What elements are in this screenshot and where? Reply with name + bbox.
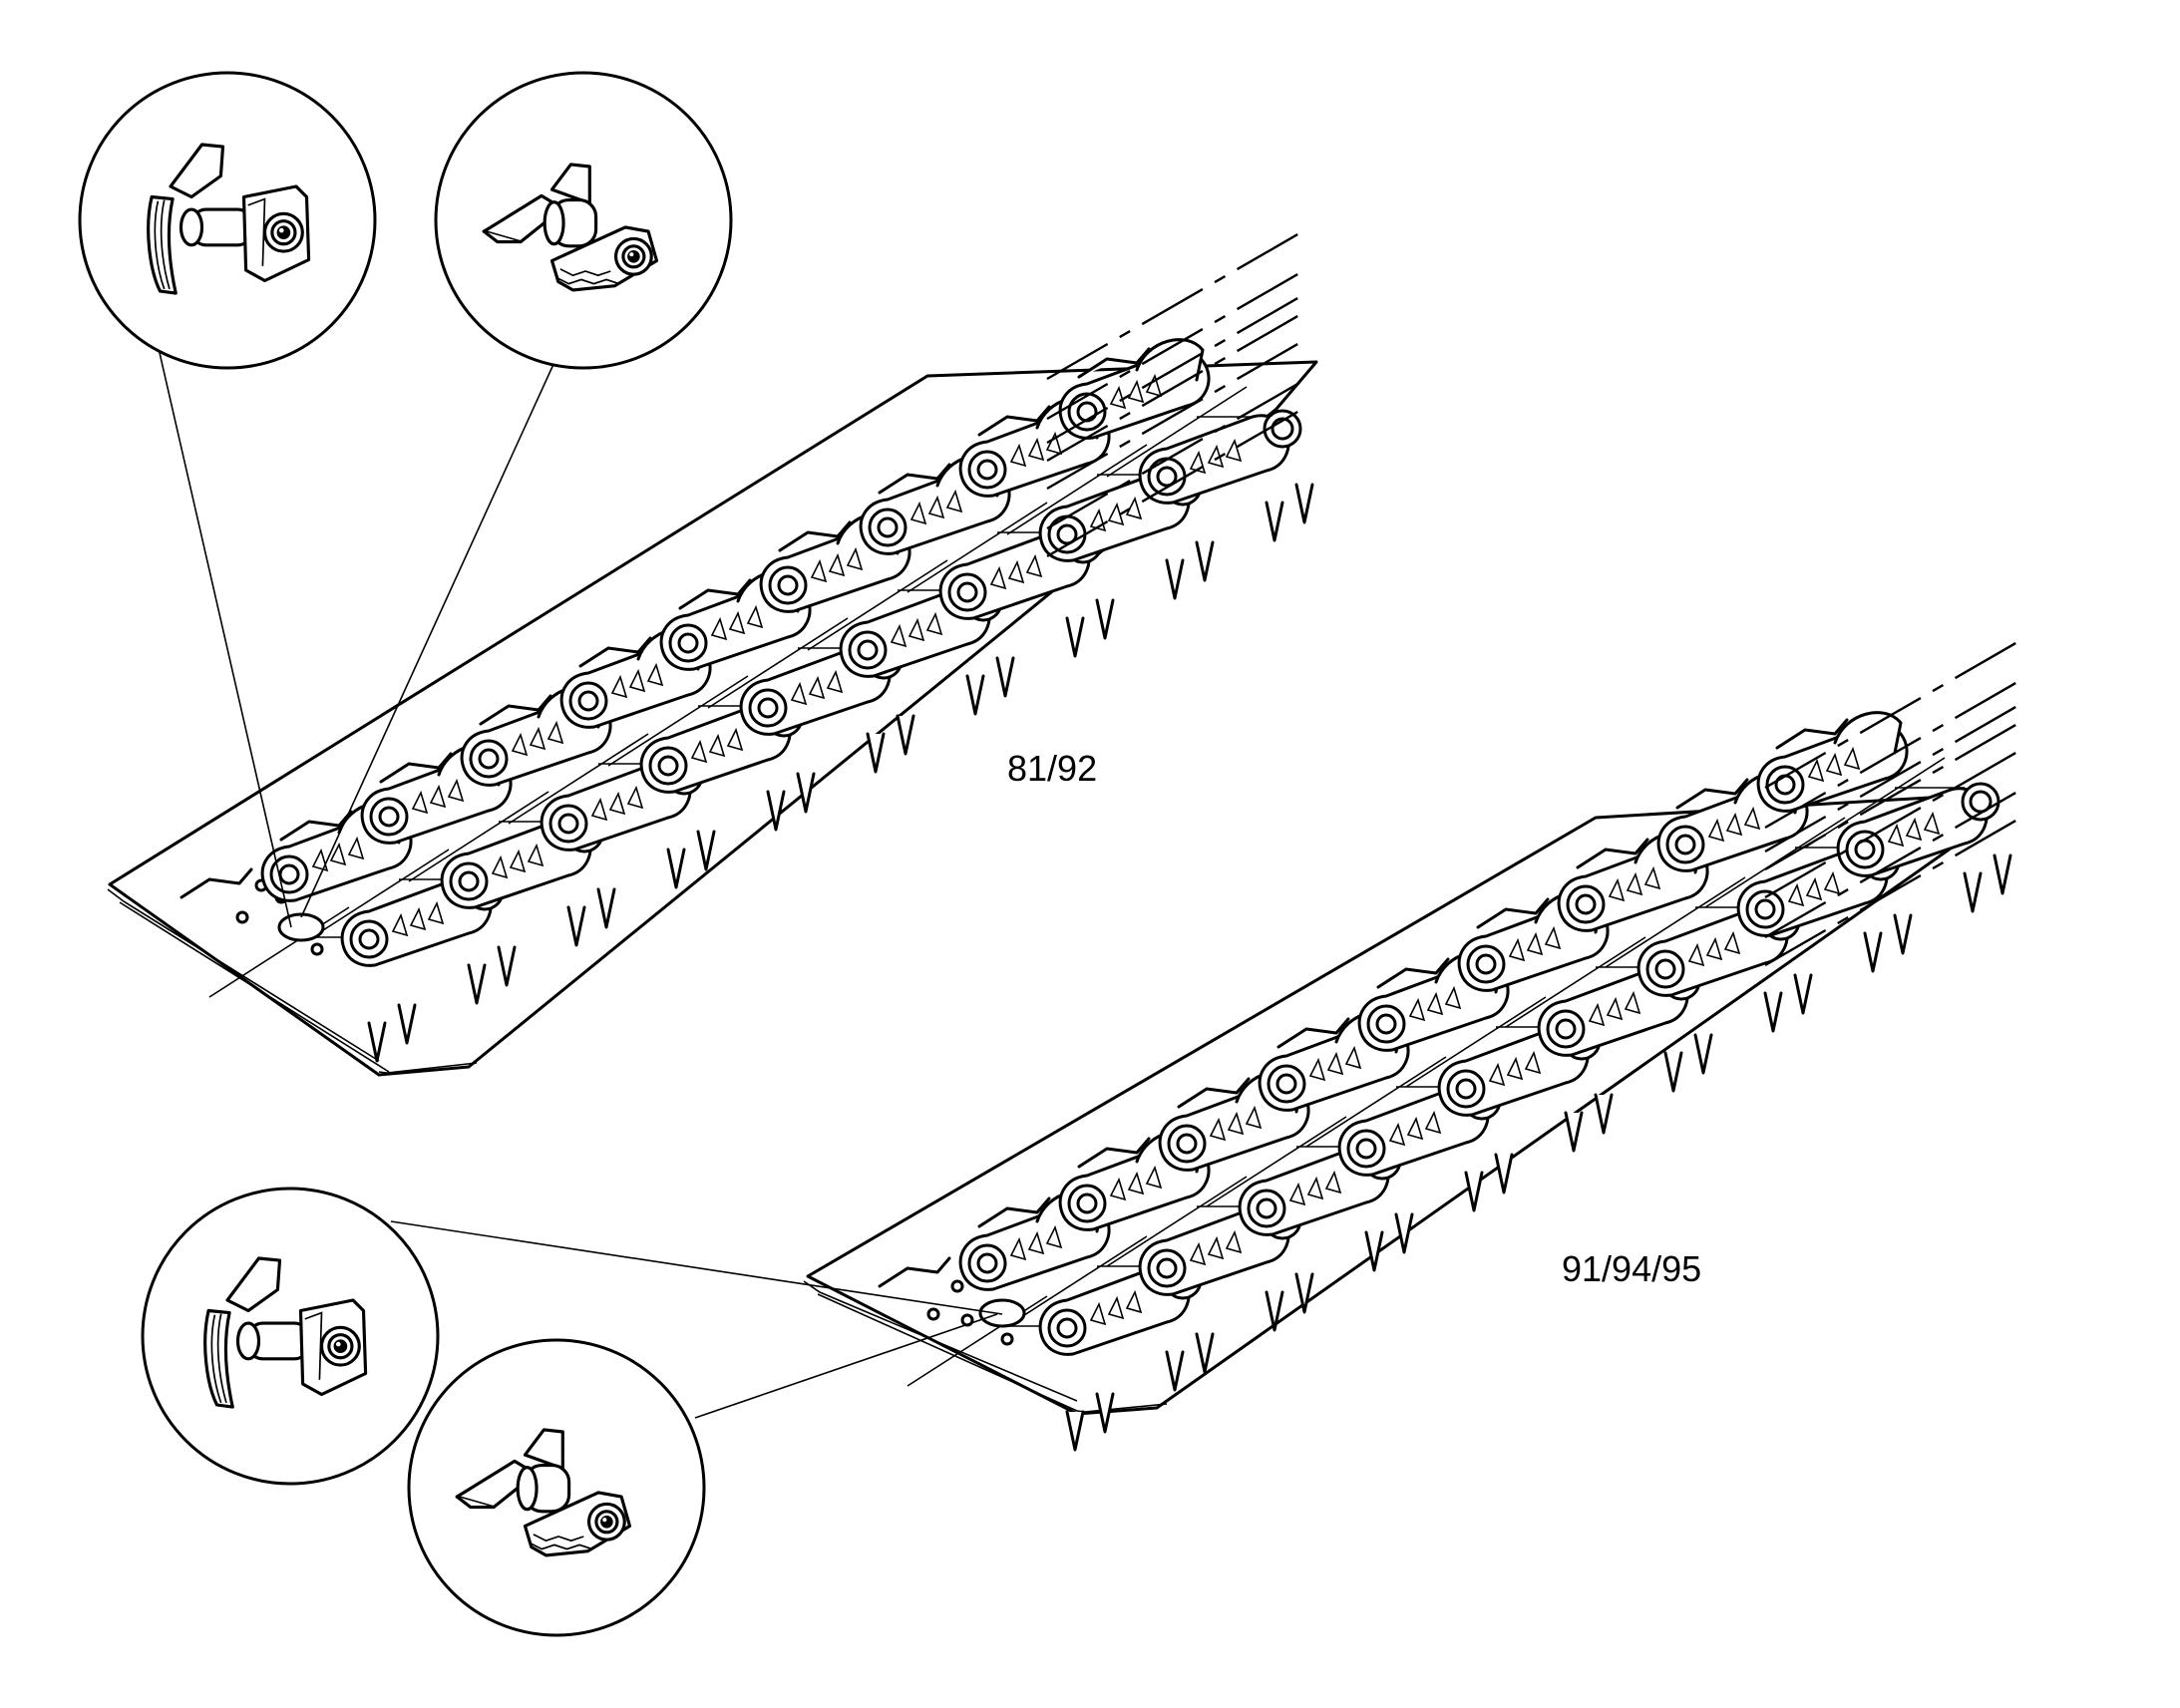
flight-tooth [666,848,686,889]
continuation-line [1046,227,1307,381]
flight-tooth [1464,1171,1484,1212]
flight-tooth [1294,483,1314,524]
continuation-line [1764,786,2025,939]
slat-crest [180,867,253,899]
flight-tooth [1195,1332,1215,1374]
slat-crest [1576,838,1649,869]
flight-tooth [1993,854,2012,895]
flight-tooth [1793,973,1813,1015]
continuation-line [1046,309,1307,463]
slat-crest [1376,957,1450,989]
detail-circle-top-left [78,71,377,370]
continuation-line [1046,291,1307,445]
flight-tooth [467,963,487,1005]
detail-circle-bottom-right [407,1338,706,1637]
flight-tooth [1294,1272,1314,1314]
flight-tooth [566,905,586,947]
leader-lines [157,343,1003,1419]
flight-tooth [397,1003,417,1045]
slat-crest [1675,778,1749,810]
flight-tooth [1564,1111,1584,1153]
chain-link-rear [1058,338,1211,440]
flight-tooth [995,656,1015,698]
flight-tooth [1494,1153,1514,1195]
chain-assembly-81-92 [107,227,1318,1077]
flight-tooth [1195,540,1215,582]
flight-tooth [1065,616,1085,658]
chain-link-front [1836,782,2000,877]
flight-tooth [965,674,985,716]
roller-hump [1833,711,1903,755]
continuation-line [1046,267,1307,421]
continuation-line [1764,636,2025,790]
chain-link-rear [1756,711,1909,813]
slat-crest [1476,897,1550,929]
flight-tooth [367,1021,387,1063]
flight-tooth [1693,1033,1713,1075]
flight-tooth [1594,1093,1614,1135]
slat-crest [1276,1017,1350,1049]
slat-crest [1077,1137,1151,1169]
flight-tooth [696,830,716,871]
flight-tooth [866,732,886,774]
flight-tooth [1095,1392,1115,1434]
flight-tooth [1663,1051,1683,1093]
continuation-line [1764,676,2025,830]
assembly-label-bottom: 91/94/95 [1562,1248,1701,1289]
flight-tooth [1165,1350,1185,1392]
slat-crest [1775,718,1849,750]
slat-crest [1177,1077,1251,1109]
flight-tooth [1364,1230,1384,1272]
flight-tooth [596,887,616,929]
chain-link-front [1138,409,1302,505]
slat-crest [977,1196,1051,1228]
flight-tooth [1265,1290,1284,1332]
continuation-line [1046,337,1307,491]
flight-tooth [1165,558,1185,600]
flight-tooth [1763,991,1783,1033]
flight-tooth [796,772,816,814]
chain-assembly-91-94-95 [803,636,2025,1452]
flight-tooth [497,945,517,987]
flight-tooth [766,790,786,832]
continuation-line [1046,405,1307,558]
flight-tooth [1065,1410,1085,1452]
flight-tooth [1893,913,1913,955]
flight-tooth [1963,871,1983,913]
roller-hump [1135,338,1205,382]
continuation-line [1764,746,2025,899]
continuation-line [1764,718,2025,871]
flight-tooth [1394,1212,1414,1254]
assembly-label-top: 81/92 [1007,748,1097,789]
flight-tooth [1095,598,1115,640]
continuation-line [1764,814,2025,967]
slat-crest [878,1256,951,1288]
continuation-line [1764,700,2025,854]
flight-tooth [1863,931,1883,973]
flight-tooth [896,714,915,756]
detail-circle-top-right [434,71,733,370]
flight-tooth [1265,501,1284,542]
continuation-line [1046,377,1307,530]
detail-circle-bottom-left [141,1187,440,1486]
